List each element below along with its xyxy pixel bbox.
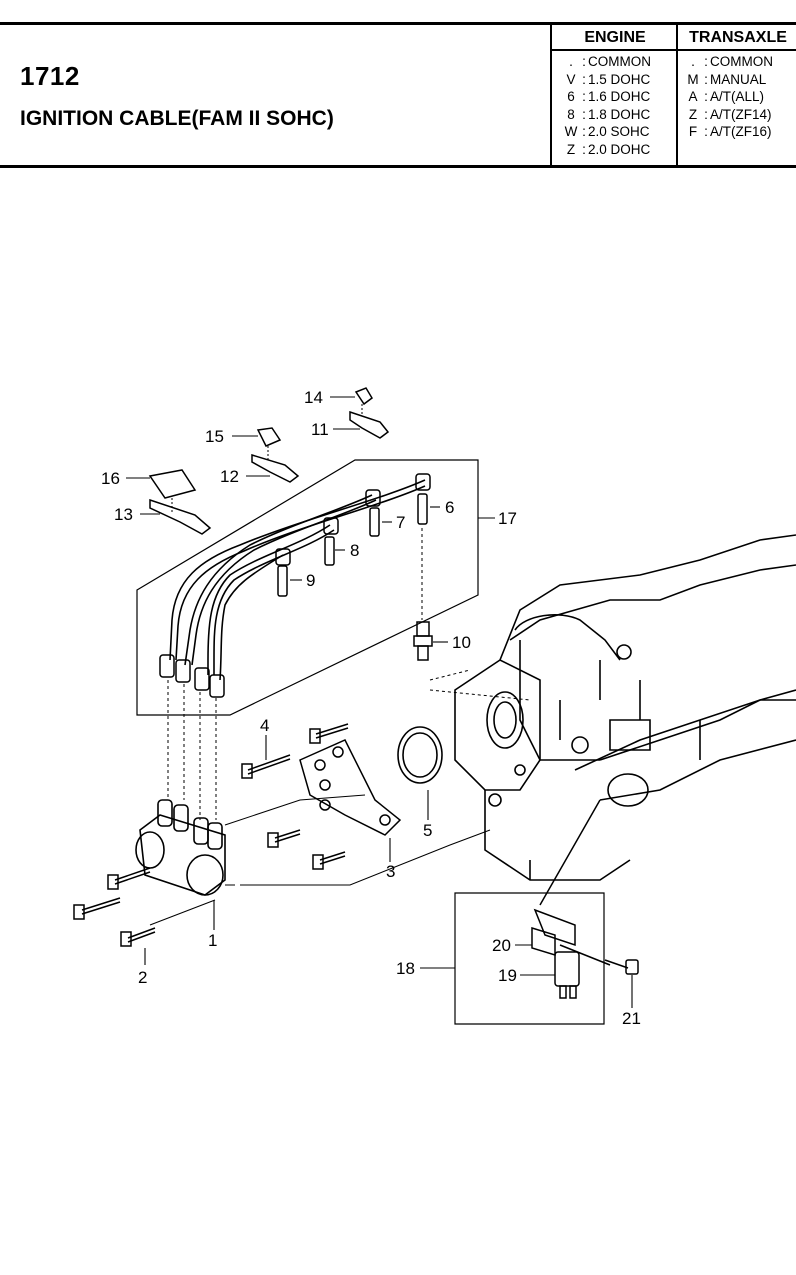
transaxle-heading: TRANSAXLE xyxy=(678,25,796,51)
callout-6: 6 xyxy=(445,498,454,517)
transaxle-row: Z:A/T(ZF14) xyxy=(688,106,772,122)
engine-row: .:COMMON xyxy=(569,54,651,69)
callout-5: 5 xyxy=(423,821,432,840)
callout-9: 9 xyxy=(306,571,315,590)
cable-terminal-boots xyxy=(159,473,431,698)
transaxle-row: M:MANUAL xyxy=(687,71,767,87)
callout-1: 1 xyxy=(208,931,217,950)
engine-block xyxy=(454,534,796,881)
transaxle-row: A:A/T(ALL) xyxy=(688,89,765,105)
callout-7: 7 xyxy=(396,513,405,532)
callout-20: 20 xyxy=(492,936,511,955)
leader-lines xyxy=(126,396,633,1008)
o-ring xyxy=(397,726,443,784)
callout-2: 2 xyxy=(138,968,147,987)
header-block: 1712 IGNITION CABLE(FAM II SOHC) ENGINE … xyxy=(0,22,796,168)
transaxle-row: F:A/T(ZF16) xyxy=(688,124,772,140)
callout-3: 3 xyxy=(386,862,395,881)
engine-row: V:1.5 DOHC xyxy=(566,71,651,87)
callout-18: 18 xyxy=(396,959,415,978)
transaxle-legend-table: TRANSAXLE .:COMMON M:MANUAL A:A/T(ALL) Z… xyxy=(676,25,796,165)
engine-heading: ENGINE xyxy=(552,25,678,51)
connection-lines xyxy=(149,794,491,926)
callout-10: 10 xyxy=(452,633,471,652)
ignition-coil xyxy=(135,799,226,896)
coil-bracket xyxy=(299,739,402,836)
cable-set-group-outline xyxy=(136,459,479,716)
callout-12: 12 xyxy=(220,467,239,486)
callout-labels: 1 2 3 4 5 6 7 8 9 10 11 12 13 14 15 16 1… xyxy=(101,388,641,1028)
cable-brackets xyxy=(149,410,390,535)
callout-13: 13 xyxy=(114,505,133,524)
sensor-group-outline xyxy=(454,892,605,1025)
callout-21: 21 xyxy=(622,1009,641,1028)
engine-row: Z:2.0 DOHC xyxy=(566,141,651,157)
section-code: 1712 xyxy=(20,61,80,91)
sensor-assembly xyxy=(531,799,639,999)
callout-14: 14 xyxy=(304,388,323,407)
cable-clips xyxy=(148,387,373,512)
engine-row: 6:1.6 DOHC xyxy=(567,89,651,105)
spark-plug xyxy=(413,528,433,661)
callout-8: 8 xyxy=(350,541,359,560)
callout-17: 17 xyxy=(498,509,517,528)
transaxle-row: .:COMMON xyxy=(691,54,773,69)
guide-lines xyxy=(167,669,531,820)
callout-16: 16 xyxy=(101,469,120,488)
plug-boots xyxy=(277,493,428,597)
engine-row: 8:1.8 DOHC xyxy=(567,106,651,122)
callout-19: 19 xyxy=(498,966,517,985)
callout-15: 15 xyxy=(205,427,224,446)
page-title: IGNITION CABLE(FAM II SOHC) xyxy=(20,107,334,130)
engine-row: W:2.0 SOHC xyxy=(564,124,650,140)
engine-legend-table: ENGINE .:COMMON V:1.5 DOHC 6:1.6 DOHC 8:… xyxy=(550,25,678,165)
bolts xyxy=(73,723,349,947)
callout-11: 11 xyxy=(311,420,329,439)
callout-4: 4 xyxy=(260,716,269,735)
